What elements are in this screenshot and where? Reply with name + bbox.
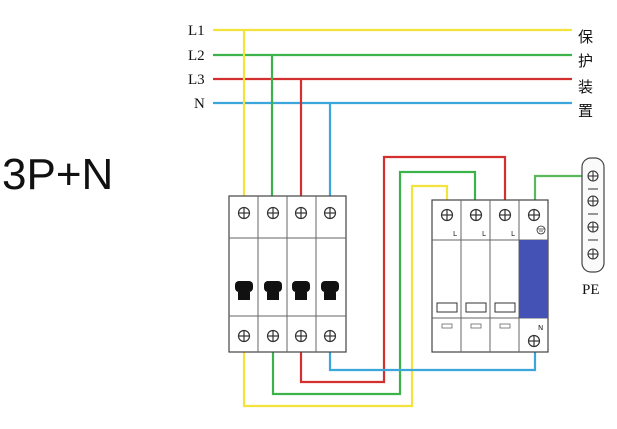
protection-char-3: 装: [578, 78, 593, 96]
spd-bottom-slot: [441, 323, 453, 329]
terminal-screw-icon: [294, 206, 308, 220]
spd-wire-l2: [271, 170, 477, 396]
terminal-screw-icon: [323, 329, 337, 343]
status-window-icon: [465, 302, 487, 313]
protection-label: 保 护 装 置: [578, 28, 593, 120]
terminal-screw-icon: [498, 208, 512, 222]
bus-label-l2: L2: [188, 48, 205, 64]
terminal-screw-icon: [440, 208, 454, 222]
spd-top-terminals: [440, 208, 541, 222]
terminal-screw-icon: [527, 334, 541, 348]
spd-bottom-slot: [499, 323, 511, 329]
pe-label: PE: [582, 282, 600, 298]
breaker-toggles: [235, 281, 339, 300]
spd-wires: [242, 155, 584, 408]
spd-windows: [436, 302, 516, 313]
bus-label-l1: L1: [188, 23, 205, 39]
toggle-handle-icon: [292, 281, 310, 300]
terminal-screw-icon: [323, 206, 337, 220]
spd-n-module: [519, 240, 548, 318]
bus-labels: L1 L2 L3 N: [188, 23, 205, 112]
terminal-screw-icon: [469, 208, 483, 222]
spd-mark-n: N: [538, 324, 543, 332]
terminal-screw-icon: [237, 206, 251, 220]
pe-wire: [533, 174, 584, 206]
breaker-bottom-terminals: [237, 329, 337, 343]
spd-bottom-slot: [470, 323, 482, 329]
toggle-handle-icon: [235, 281, 253, 300]
spd-wire-l3: [299, 155, 507, 384]
feed-wires: [242, 30, 332, 206]
terminal-screw-icon: [266, 329, 280, 343]
spd-mark-l3: L: [511, 230, 515, 238]
bus-lines: [213, 28, 572, 105]
spd-wire-l1: [242, 184, 449, 408]
circuit-breaker: [228, 195, 347, 353]
protection-char-1: 保: [578, 28, 593, 46]
bus-label-n: N: [194, 96, 205, 112]
status-window-icon: [436, 302, 458, 313]
ground-symbol-icon: [536, 225, 546, 235]
breaker-top-terminals: [237, 206, 337, 220]
terminal-screw-icon: [294, 329, 308, 343]
status-window-icon: [494, 302, 516, 313]
surge-protector: L L L N: [431, 199, 549, 353]
spd-wire-n: [328, 345, 537, 372]
terminal-screw-icon: [587, 221, 599, 233]
protection-char-2: 护: [578, 52, 593, 70]
pe-bar-body: [581, 157, 605, 273]
spd-mark-l2: L: [482, 230, 486, 238]
spd-mark-l1: L: [453, 230, 457, 238]
terminal-screw-icon: [587, 195, 599, 207]
terminal-screw-icon: [587, 170, 599, 182]
terminal-screw-icon: [587, 248, 599, 260]
spd-bottom-terminals: [441, 323, 541, 348]
pe-terminal-bar: [581, 157, 605, 273]
spd-terminal-marks: L L L N: [453, 225, 546, 332]
diagram-title: 3P+N: [2, 150, 114, 199]
protection-char-4: 置: [578, 102, 593, 120]
terminal-screw-icon: [527, 208, 541, 222]
toggle-handle-icon: [321, 281, 339, 300]
terminal-screw-icon: [237, 329, 251, 343]
terminal-screw-icon: [266, 206, 280, 220]
bus-label-l3: L3: [188, 72, 205, 88]
toggle-handle-icon: [264, 281, 282, 300]
